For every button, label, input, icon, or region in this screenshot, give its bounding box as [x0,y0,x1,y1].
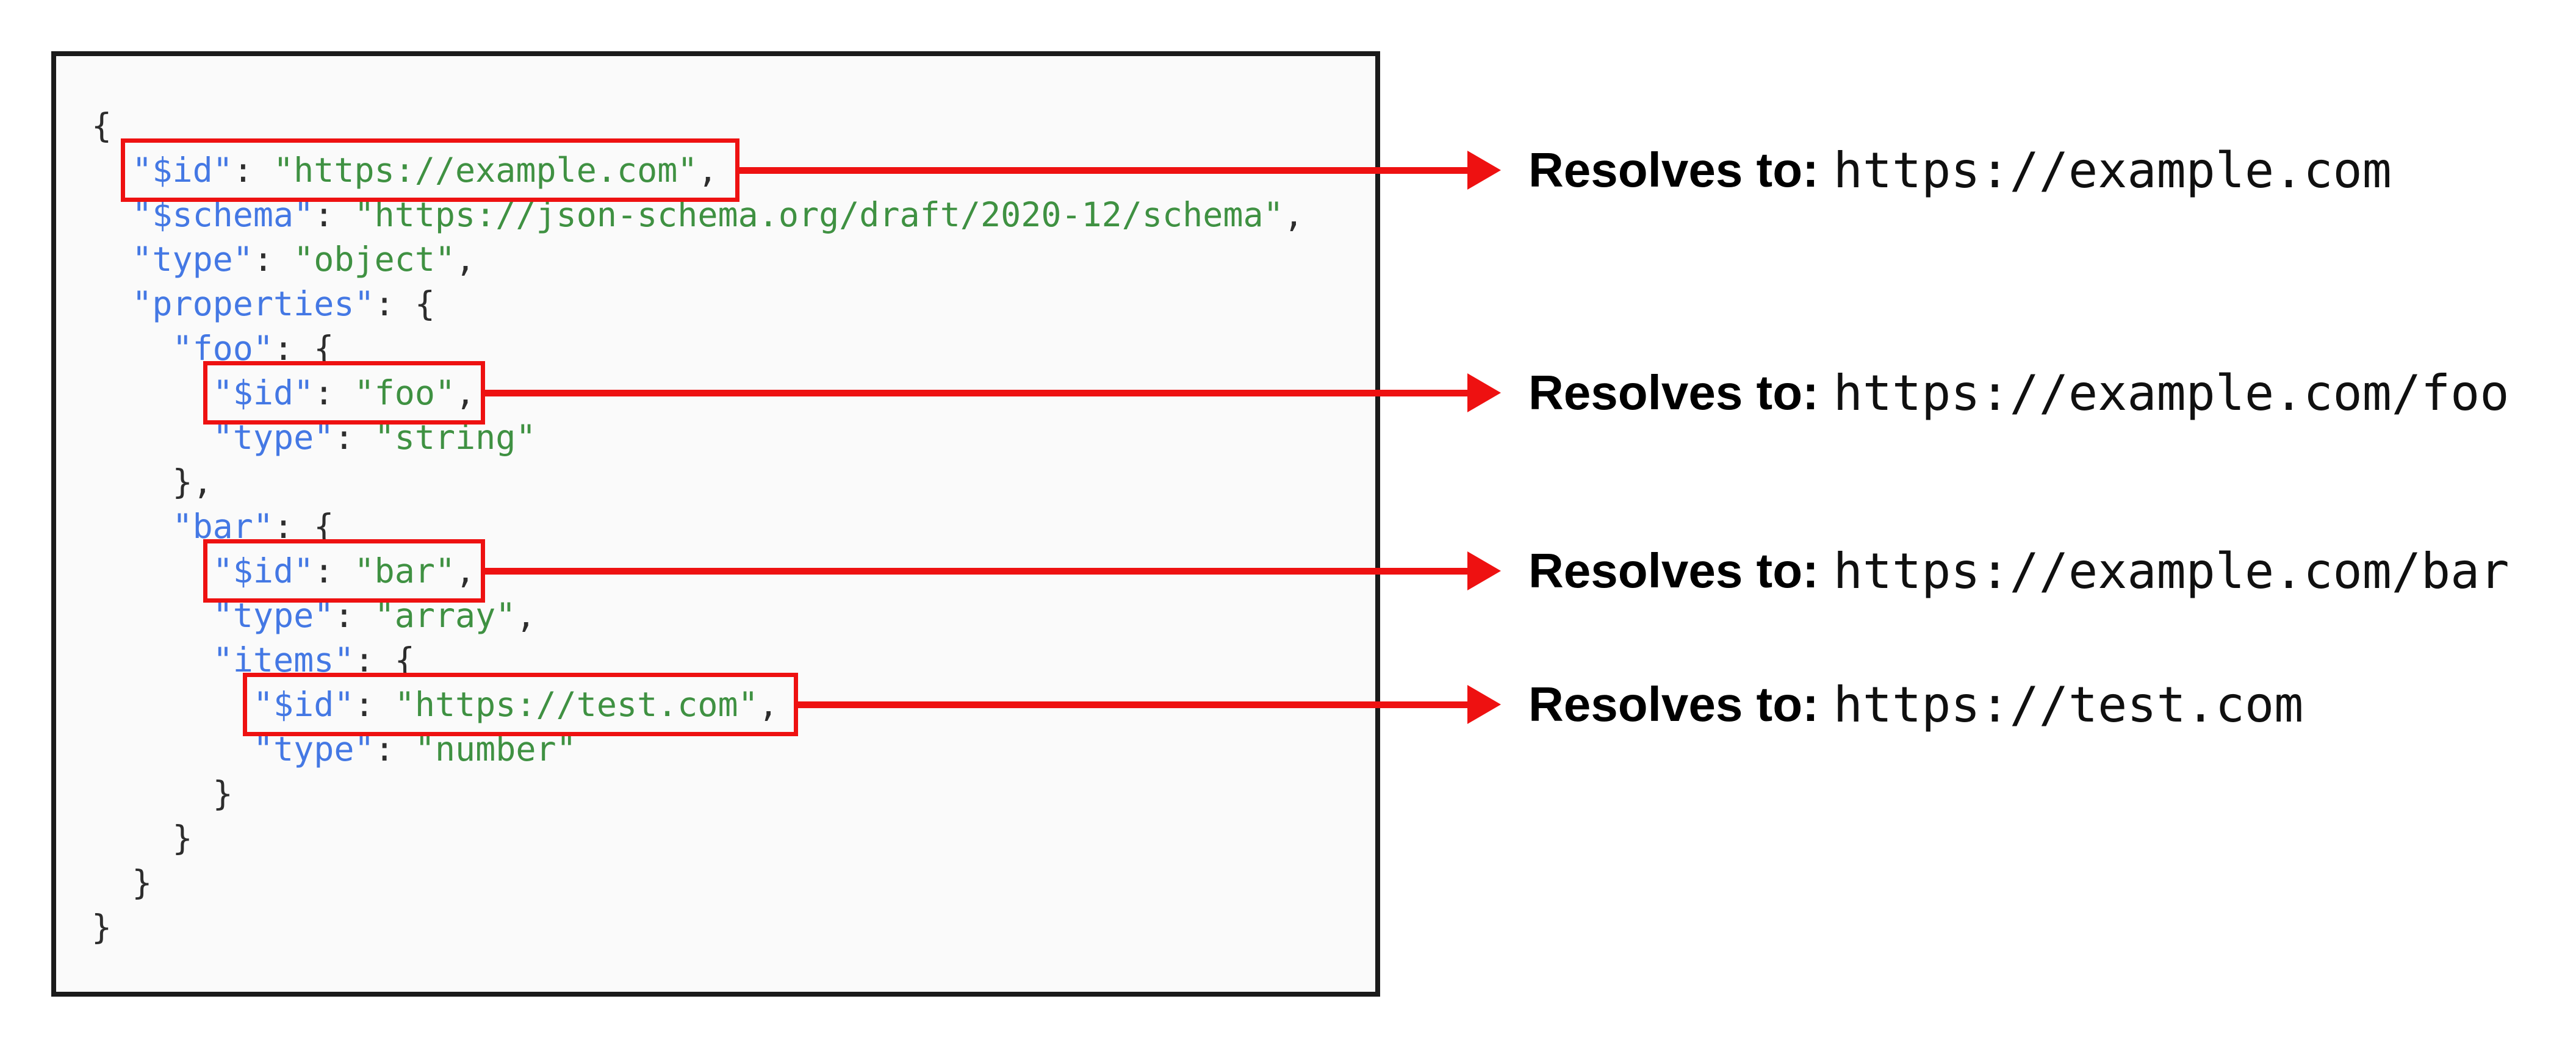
json-punctuation: } [92,774,233,813]
json-punctuation [92,240,132,279]
resolves-to-label: Resolves to: [1528,143,1819,197]
json-string-value: "foo" [354,373,456,412]
resolve-annotation: Resolves to: https://example.com/bar [1528,540,2509,601]
json-punctuation [92,507,172,546]
json-punctuation [92,418,213,457]
json-punctuation: : { [374,284,435,323]
code-line: "$id": "foo", [92,371,1375,415]
json-punctuation: { [92,106,112,145]
json-punctuation [92,685,253,724]
json-punctuation: , [697,151,718,190]
resolve-arrow-line [481,567,1469,575]
json-code-panel: { "$id": "https://example.com", "$schema… [51,51,1380,997]
json-punctuation: , [1283,195,1304,234]
resolve-arrow-line [794,701,1469,708]
resolve-arrow-head [1467,151,1501,190]
resolved-url: https://test.com [1833,676,2304,733]
json-key: "$id" [132,151,233,190]
id-highlight-box [121,138,739,202]
json-key: "properties" [132,284,375,323]
id-highlight-box [243,673,798,736]
json-punctuation: , [758,685,779,724]
json-punctuation: : [314,551,354,590]
json-punctuation [92,640,213,679]
resolve-arrow-line [481,389,1469,396]
json-punctuation: , [455,551,476,590]
code-line: } [92,816,1375,861]
json-key: "$id" [212,551,314,590]
code-line: "$id": "https://example.com", [92,148,1375,193]
resolves-to-label: Resolves to: [1528,677,1819,731]
code-line: }, [92,460,1375,504]
id-highlight-box [203,539,485,603]
resolved-url: https://example.com/foo [1833,364,2509,421]
code-line: } [92,861,1375,905]
code-line: "$id": "https://test.com", [92,683,1375,727]
code-line: "$id": "bar", [92,549,1375,593]
id-highlight-box [203,361,485,425]
resolve-arrow-head [1467,373,1501,412]
json-punctuation: : [314,373,354,412]
json-punctuation [92,329,172,368]
code-line: { [92,104,1375,148]
json-key: "type" [132,240,253,279]
json-punctuation: } [92,863,153,902]
json-string-value: "https://example.com" [273,151,698,190]
json-punctuation [92,551,213,590]
code-line: "properties": { [92,282,1375,326]
code-line: } [92,772,1375,816]
json-punctuation: : [232,151,274,190]
resolve-annotation: Resolves to: https://test.com [1528,674,2303,735]
json-string-value: "bar" [354,551,456,590]
json-punctuation: }, [92,462,213,501]
resolved-url: https://example.com/bar [1833,542,2509,600]
json-punctuation: , [455,240,476,279]
json-key: "$id" [212,373,314,412]
code-line: } [92,905,1375,950]
json-punctuation [92,596,213,635]
resolve-annotation: Resolves to: https://example.com [1528,140,2392,201]
json-string-value: "object" [293,240,456,279]
json-punctuation: } [92,908,112,947]
json-punctuation: , [455,373,476,412]
json-punctuation [92,373,213,412]
json-punctuation [92,284,132,323]
json-punctuation: , [516,596,536,635]
json-punctuation: } [92,819,193,858]
resolve-arrow-head [1467,685,1501,724]
json-punctuation: : [354,685,395,724]
resolve-arrow-line [735,167,1469,174]
json-string-value: "https://test.com" [394,685,758,724]
resolved-url: https://example.com [1833,142,2392,199]
code-line: "type": "object", [92,237,1375,282]
resolves-to-label: Resolves to: [1528,365,1819,420]
resolve-annotation: Resolves to: https://example.com/foo [1528,362,2509,423]
json-key: "$id" [253,685,354,724]
json-punctuation [92,729,253,769]
resolves-to-label: Resolves to: [1528,543,1819,598]
resolve-arrow-head [1467,551,1501,590]
json-punctuation: : [253,240,294,279]
